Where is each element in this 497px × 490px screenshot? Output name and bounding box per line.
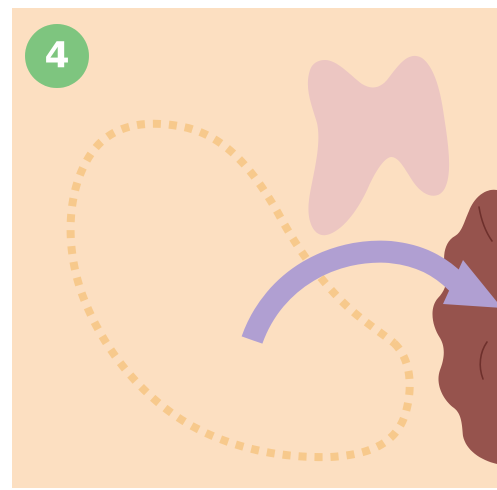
step-number-badge: 4 <box>25 24 89 88</box>
step-number: 4 <box>44 38 69 74</box>
diagram-panel: 4 <box>12 8 497 488</box>
diagram-canvas <box>12 8 497 488</box>
